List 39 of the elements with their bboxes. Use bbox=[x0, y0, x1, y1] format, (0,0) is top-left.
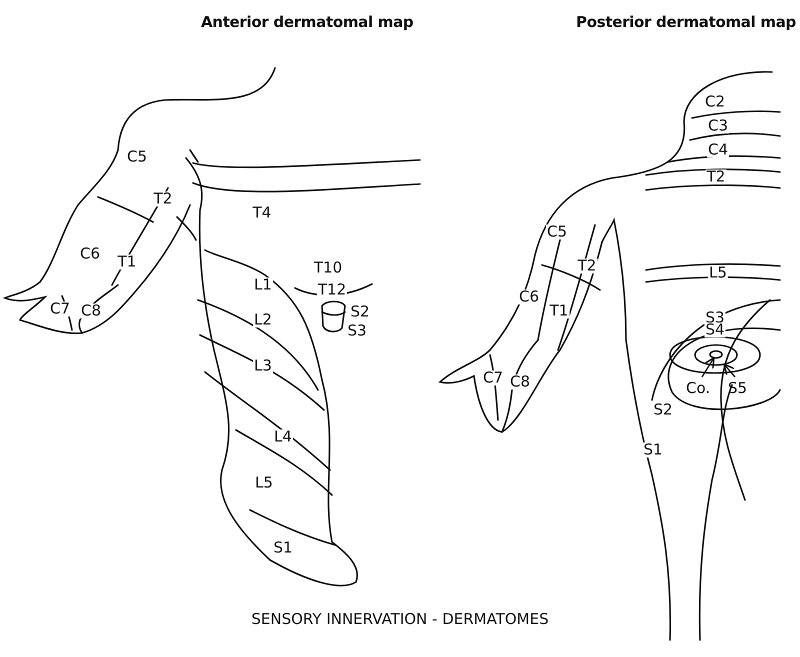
dermatome-label: T2 bbox=[576, 258, 598, 274]
figure-title: Anterior dermatomal map bbox=[200, 15, 414, 30]
dermatome-label: S2 bbox=[652, 402, 674, 418]
dermatome-label: T10 bbox=[312, 260, 344, 276]
dermatome-label: S2 bbox=[349, 304, 371, 320]
dermatome-label: C8 bbox=[508, 374, 532, 390]
dermatome-label: T1 bbox=[116, 254, 138, 270]
region-label: Co. bbox=[686, 380, 714, 396]
caption: SENSORY INNERVATION - DERMATOMES bbox=[251, 610, 549, 628]
dermatome-label: L1 bbox=[253, 278, 273, 292]
dermatome-label: L3 bbox=[253, 358, 273, 374]
dermatome-label: C4 bbox=[706, 142, 730, 158]
dermatome-ring bbox=[694, 344, 738, 366]
dermatome-ring bbox=[709, 350, 723, 359]
dermatome-label: T4 bbox=[252, 206, 272, 220]
dermatome-label: L4 bbox=[273, 430, 293, 444]
dermatome-label: C3 bbox=[706, 118, 730, 134]
dermatome-label: L5 bbox=[254, 476, 274, 490]
leader-arrow bbox=[723, 364, 736, 378]
dermatome-label: S4 bbox=[704, 322, 726, 338]
dermatome-label: C2 bbox=[704, 94, 726, 110]
dermatome-label: T2 bbox=[152, 192, 174, 206]
dermatome-label: S1 bbox=[642, 442, 664, 458]
dermatome-label: T1 bbox=[548, 304, 570, 318]
dermatome-label: S3 bbox=[346, 324, 368, 338]
dermatome-label: C8 bbox=[80, 304, 102, 318]
dermatome-label: C5 bbox=[546, 224, 568, 240]
dermatome-label: S1 bbox=[272, 540, 294, 556]
dermatome-label: L2 bbox=[253, 312, 273, 328]
dermatome-label: T12 bbox=[316, 282, 348, 298]
dermatome-label: C7 bbox=[48, 302, 72, 316]
dermatome-label: T2 bbox=[706, 170, 726, 184]
dermatome-label: C5 bbox=[126, 150, 148, 164]
figure-title: Posterior dermatomal map bbox=[575, 15, 797, 30]
dermatome-label: C7 bbox=[482, 370, 504, 386]
leader-arrow bbox=[701, 357, 715, 378]
dermatome-label: L5 bbox=[708, 266, 728, 280]
dermatome-label: C6 bbox=[518, 290, 540, 304]
dermatome-label: C6 bbox=[78, 246, 102, 262]
